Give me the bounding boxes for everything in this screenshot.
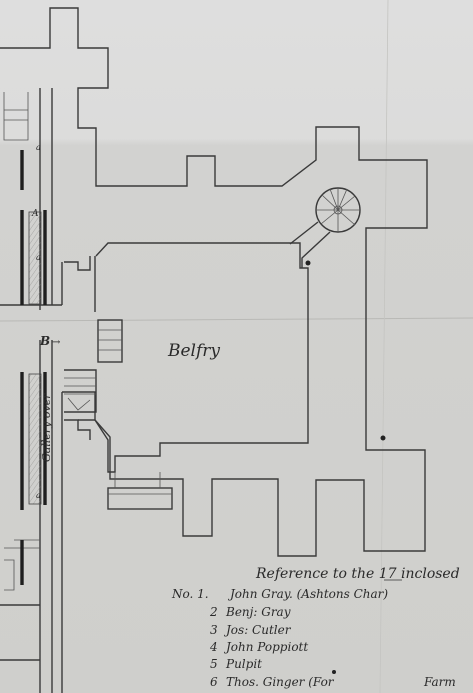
spiral-staircase [289, 187, 361, 268]
paper-fold-vertical [379, 0, 389, 693]
reference-entry: John Gray. (Ashtons Char) [227, 587, 388, 601]
reference-number: 3 [210, 623, 218, 637]
reference-number: 6 [210, 675, 218, 689]
paper-fold [0, 317, 473, 322]
reference-entry: Pulpit [225, 657, 262, 671]
reference-key: Reference to the 17 inclosed No. 1. John… [171, 566, 460, 689]
reference-entry: Thos. Ginger (For [226, 675, 335, 689]
door-marker-a: A [31, 209, 39, 219]
gallery-label: Gallery over [40, 393, 53, 462]
reference-number: No. 1. [171, 587, 209, 601]
reference-entry: Jos: Cutler [223, 623, 292, 637]
ink-mark [332, 670, 336, 674]
reference-number: 4 [209, 640, 218, 654]
ink-mark [305, 260, 311, 266]
west-porch [107, 472, 173, 510]
pew-marker-a: a [36, 491, 41, 500]
reference-entry-continued: Farm [423, 675, 456, 689]
reference-entry: John Poppiott [223, 640, 308, 654]
entrance-steps [64, 319, 123, 413]
buttress-notches [64, 256, 91, 440]
top-wing-outline [0, 7, 428, 557]
pew-marker-a: a [36, 143, 41, 152]
pew-marker-a: a [36, 253, 41, 262]
reference-number: 2 [209, 605, 218, 619]
door-marker-b: B [39, 334, 50, 348]
left-aisle [0, 88, 95, 693]
belfry-room-outline [94, 242, 309, 473]
reference-entry: Benj: Gray [225, 605, 291, 619]
room-label-belfry: Belfry [167, 341, 220, 361]
door-marker-b-arrow: → [52, 337, 61, 348]
reference-number: 5 [210, 657, 218, 671]
reference-heading: Reference to the 17 inclosed [255, 566, 460, 582]
ink-mark [380, 435, 386, 441]
